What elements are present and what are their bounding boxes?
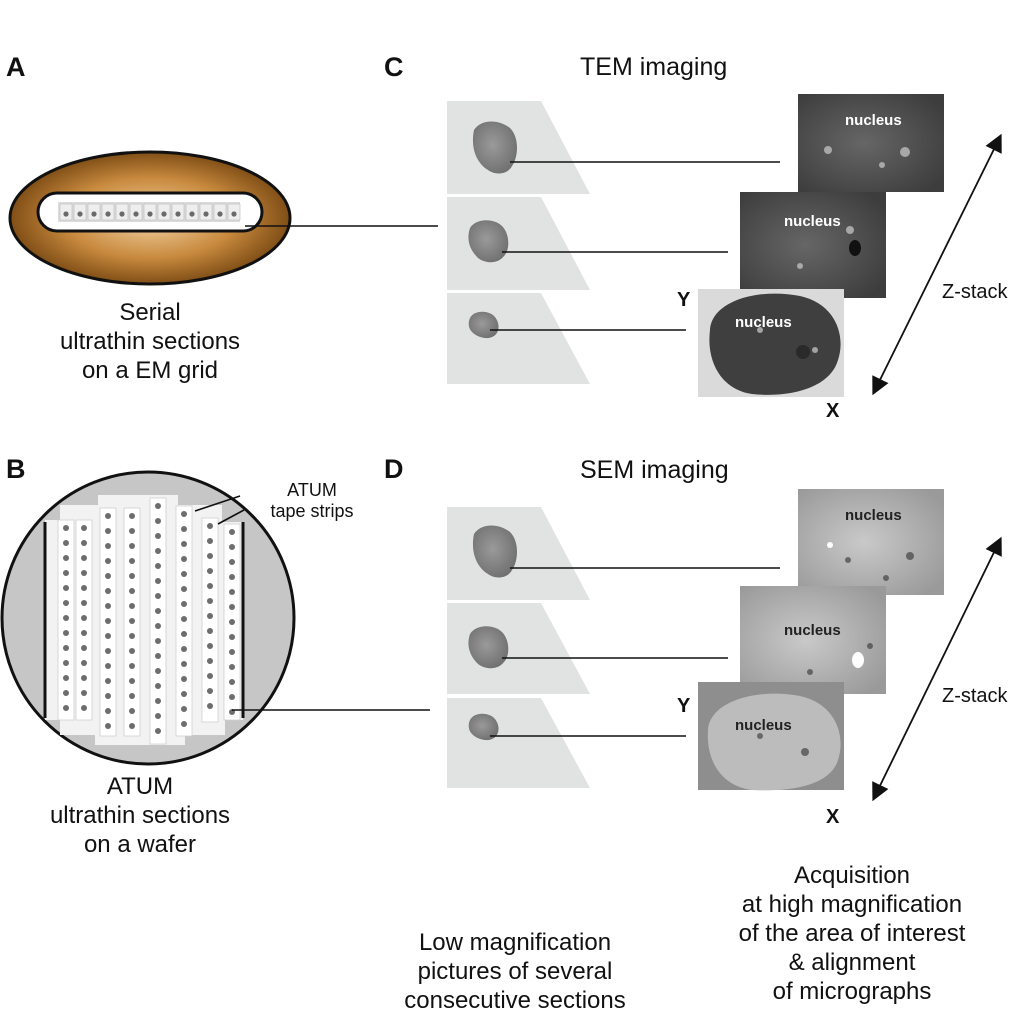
axis-y-label: Y (677, 289, 691, 311)
tissue-section (468, 626, 509, 669)
tape-pointer-1 (194, 495, 241, 512)
panel-letter-a: A (6, 52, 26, 82)
sem-title: SEM imaging (580, 456, 729, 484)
axis-x-label: X (826, 806, 840, 828)
axis-y-label: Y (677, 695, 691, 717)
tape-pointer-2 (217, 509, 245, 525)
tape-strip (149, 497, 167, 745)
tem-title: TEM imaging (580, 53, 728, 81)
sem-micrograph (740, 586, 886, 694)
em-grid (8, 150, 438, 286)
panel-letter-d: D (384, 454, 404, 484)
low-mag-caption: Low magnification pictures of several co… (404, 929, 626, 1014)
nucleus-label: nucleus (784, 213, 841, 230)
nucleus-label: nucleus (735, 314, 792, 331)
tape-strip (201, 517, 219, 723)
sem-low-mag-sections (447, 507, 780, 788)
z-stack-label: Z-stack (942, 685, 1008, 707)
tem-low-mag-sections (447, 101, 780, 384)
tissue-section (468, 713, 499, 741)
tem-micrograph (798, 94, 944, 192)
high-mag-caption: Acquisition at high magnification of the… (738, 862, 966, 1005)
section-plane (447, 197, 728, 290)
section-plane (447, 101, 780, 194)
nucleus-labels: nucleus nucleus nucleus nucleus nucleus … (735, 112, 902, 734)
sem-cell (707, 693, 841, 791)
atum-tape-strips (57, 497, 241, 745)
nucleus-label: nucleus (735, 717, 792, 734)
nucleus-label: nucleus (845, 507, 902, 524)
panel-b-caption: ATUM ultrathin sections on a wafer (49, 773, 231, 858)
section-plane (447, 293, 686, 384)
tissue-section (468, 220, 509, 263)
atum-tape-area (45, 495, 243, 745)
sem-micrograph-stack (698, 489, 944, 791)
nucleus-label: nucleus (784, 622, 841, 639)
panel-letter-b: B (6, 454, 26, 484)
section-plane (447, 507, 780, 600)
z-stack-arrow (872, 536, 1002, 802)
tem-micrograph (740, 192, 886, 298)
tem-micrograph-stack (698, 94, 944, 397)
wafer (0, 470, 430, 766)
panel-a-caption: Serial ultrathin sections on a EM grid (59, 299, 241, 384)
serial-sections-strip (58, 202, 241, 222)
nucleus-label: nucleus (845, 112, 902, 129)
panel-letter-c: C (384, 52, 404, 82)
tem-cell (709, 293, 841, 395)
z-stack-label: Z-stack (942, 281, 1008, 303)
tissue-section (468, 311, 499, 339)
tissue-section (472, 525, 517, 578)
z-stack-arrow (872, 133, 1002, 396)
section-plane (447, 698, 686, 788)
section-plane (447, 603, 728, 694)
axis-x-label: X (826, 400, 840, 422)
tissue-section (472, 121, 517, 174)
atum-tape-strips-label: ATUM tape strips (270, 480, 354, 521)
sem-micrograph (798, 489, 944, 595)
